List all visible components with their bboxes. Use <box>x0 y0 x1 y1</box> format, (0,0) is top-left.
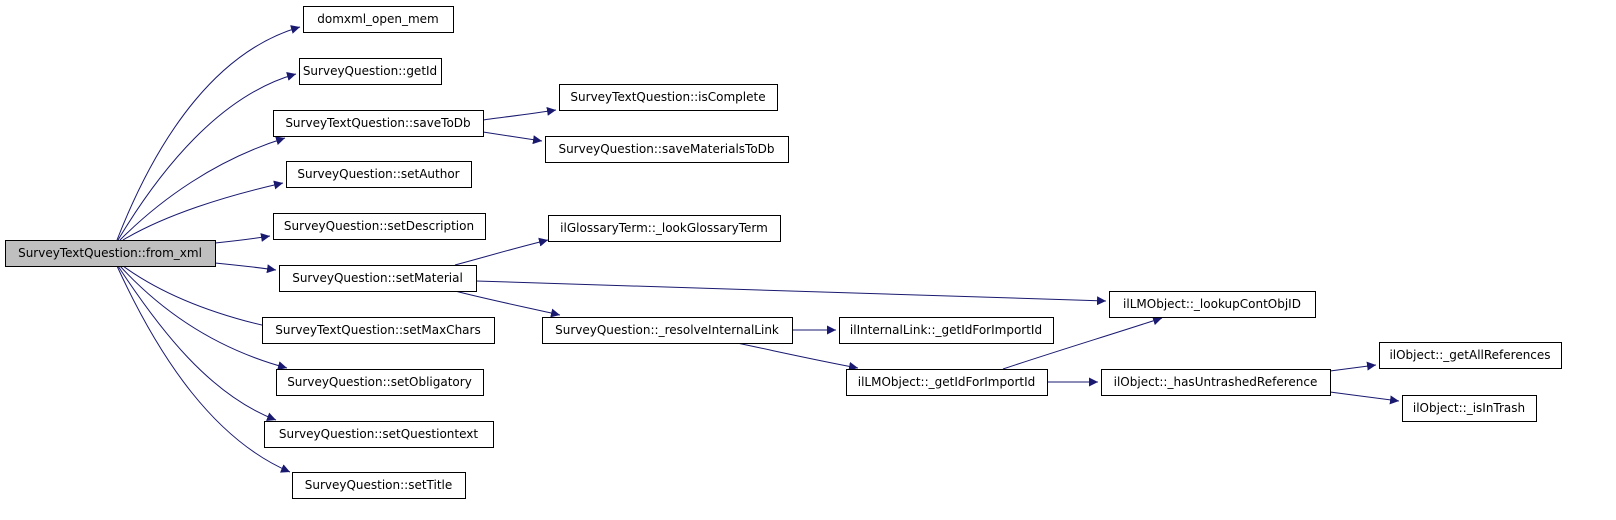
node-label: ilObject::_getAllReferences <box>1389 348 1550 362</box>
node-box <box>286 161 472 188</box>
node-label: ilLMObject::_lookupContObjID <box>1123 297 1301 311</box>
edge-surveytextquestion-from-xml-to-surveyquestion-settitle <box>116 265 291 473</box>
node-ilglossaryterm-lookglossaryterm[interactable]: ilGlossaryTerm::_lookGlossaryTerm <box>548 215 781 242</box>
node-box <box>292 472 466 499</box>
edge-surveytextquestion-savetodb-to-surveytextquestion-iscomplete <box>482 106 557 121</box>
node-box <box>1379 342 1562 369</box>
node-surveytextquestion-savetodb[interactable]: SurveyTextQuestion::saveToDb <box>273 110 484 137</box>
node-box <box>273 213 486 240</box>
node-box <box>279 265 477 292</box>
node-label: SurveyQuestion::setObligatory <box>287 375 472 389</box>
node-box <box>846 369 1048 396</box>
node-box <box>299 58 442 85</box>
node-box <box>1101 369 1331 396</box>
node-surveyquestion-setquestiontext[interactable]: SurveyQuestion::setQuestiontext <box>264 421 494 448</box>
node-label: ilGlossaryTerm::_lookGlossaryTerm <box>560 221 768 235</box>
edge-surveytextquestion-from-xml-to-domxml-open-mem <box>116 25 301 241</box>
node-illmobject-getidforimportid[interactable]: ilLMObject::_getIdForImportId <box>846 369 1048 396</box>
edge-surveytextquestion-from-xml-to-surveyquestion-setquestiontext <box>117 265 277 422</box>
node-label: SurveyQuestion::_resolveInternalLink <box>555 323 779 337</box>
node-surveyquestion-getid[interactable]: SurveyQuestion::getId <box>299 58 442 85</box>
node-surveytextquestion-setmaxchars[interactable]: SurveyTextQuestion::setMaxChars <box>262 317 495 344</box>
root-node-surveytextquestion-from-xml[interactable]: SurveyTextQuestion::from_xml <box>5 240 216 267</box>
node-label: ilObject::_hasUntrashedReference <box>1114 375 1318 389</box>
node-ilobject-getallreferences[interactable]: ilObject::_getAllReferences <box>1379 342 1562 369</box>
edge-surveytextquestion-savetodb-to-surveyquestion-savematerialstodb <box>482 131 543 145</box>
node-box <box>545 136 789 163</box>
edge-surveytextquestion-from-xml-to-surveyquestion-setauthor <box>122 180 284 241</box>
node-surveyquestion-setauthor[interactable]: SurveyQuestion::setAuthor <box>286 161 472 188</box>
node-box <box>273 110 484 137</box>
node-label: SurveyTextQuestion::isComplete <box>570 90 765 104</box>
node-label: SurveyQuestion::saveMaterialsToDb <box>558 142 774 156</box>
edge-surveyquestion-setmaterial-to-illmobject-lookupcontobjid <box>475 280 1107 306</box>
edge-surveyquestion-setmaterial-to-surveyquestion-resolveinternallink <box>454 290 561 318</box>
node-box <box>262 317 495 344</box>
edge-surveytextquestion-from-xml-to-surveyquestion-setdescription <box>214 233 271 244</box>
edge-surveytextquestion-from-xml-to-surveytextquestion-savetodb <box>119 136 286 241</box>
node-box <box>1402 395 1537 422</box>
node-label: SurveyQuestion::getId <box>303 64 437 78</box>
node-illmobject-lookupcontobjid[interactable]: ilLMObject::_lookupContObjID <box>1109 291 1316 318</box>
node-box <box>542 317 793 344</box>
node-box <box>276 369 484 396</box>
nodes: SurveyTextQuestion::from_xml domxml_open_… <box>5 6 1562 499</box>
edge-ilobject-hasuntrashedreference-to-ilobject-getallreferences <box>1329 361 1377 372</box>
node-box <box>264 421 494 448</box>
node-ilinternallink-getidforimportid[interactable]: ilInternalLink::_getIdForImportId <box>839 317 1054 344</box>
node-box <box>548 215 781 242</box>
node-surveyquestion-resolveinternallink[interactable]: SurveyQuestion::_resolveInternalLink <box>542 317 793 344</box>
node-box <box>5 240 216 267</box>
edge-surveytextquestion-from-xml-to-surveyquestion-setobligatory <box>119 265 288 371</box>
node-surveyquestion-setmaterial[interactable]: SurveyQuestion::setMaterial <box>279 265 477 292</box>
node-ilobject-hasuntrashedreference[interactable]: ilObject::_hasUntrashedReference <box>1101 369 1331 396</box>
edge-surveytextquestion-from-xml-to-surveytextquestion-setmaxchars <box>122 265 285 333</box>
node-box <box>1109 291 1316 318</box>
node-label: SurveyQuestion::setTitle <box>305 478 453 492</box>
edge-surveyquestion-setmaterial-to-ilglossaryterm-lookglossaryterm <box>454 237 549 266</box>
edge-surveyquestion-resolveinternallink-to-illmobject-getidforimportid <box>736 342 859 371</box>
node-label: SurveyTextQuestion::setMaxChars <box>275 323 480 337</box>
edge-ilobject-hasuntrashedreference-to-ilobject-isintrash <box>1329 391 1400 405</box>
node-domxml-open-mem[interactable]: domxml_open_mem <box>303 6 454 33</box>
node-ilobject-isintrash[interactable]: ilObject::_isInTrash <box>1402 395 1537 422</box>
node-label: ilInternalLink::_getIdForImportId <box>850 323 1042 337</box>
node-label: ilLMObject::_getIdForImportId <box>858 375 1035 389</box>
node-surveyquestion-setdescription[interactable]: SurveyQuestion::setDescription <box>273 213 486 240</box>
node-box <box>303 6 454 33</box>
node-surveyquestion-savematerialstodb[interactable]: SurveyQuestion::saveMaterialsToDb <box>545 136 789 163</box>
edges <box>116 25 1400 473</box>
edge-illmobject-getidforimportid-to-illmobject-lookupcontobjid <box>1002 316 1163 370</box>
node-label: SurveyTextQuestion::saveToDb <box>285 116 470 130</box>
node-label: SurveyTextQuestion::from_xml <box>18 246 202 260</box>
edge-surveytextquestion-from-xml-to-surveyquestion-setmaterial <box>214 262 277 274</box>
node-label: SurveyQuestion::setDescription <box>284 219 474 233</box>
node-box <box>839 317 1054 344</box>
node-label: SurveyQuestion::setMaterial <box>292 271 463 285</box>
node-surveyquestion-settitle[interactable]: SurveyQuestion::setTitle <box>292 472 466 499</box>
node-label: ilObject::_isInTrash <box>1413 401 1525 415</box>
node-box <box>559 84 778 111</box>
node-label: SurveyQuestion::setQuestiontext <box>279 427 478 441</box>
edge-surveytextquestion-from-xml-to-surveyquestion-getid <box>117 72 297 241</box>
node-surveytextquestion-iscomplete[interactable]: SurveyTextQuestion::isComplete <box>559 84 778 111</box>
node-label: SurveyQuestion::setAuthor <box>297 167 459 181</box>
node-label: domxml_open_mem <box>317 12 438 26</box>
node-surveyquestion-setobligatory[interactable]: SurveyQuestion::setObligatory <box>276 369 484 396</box>
